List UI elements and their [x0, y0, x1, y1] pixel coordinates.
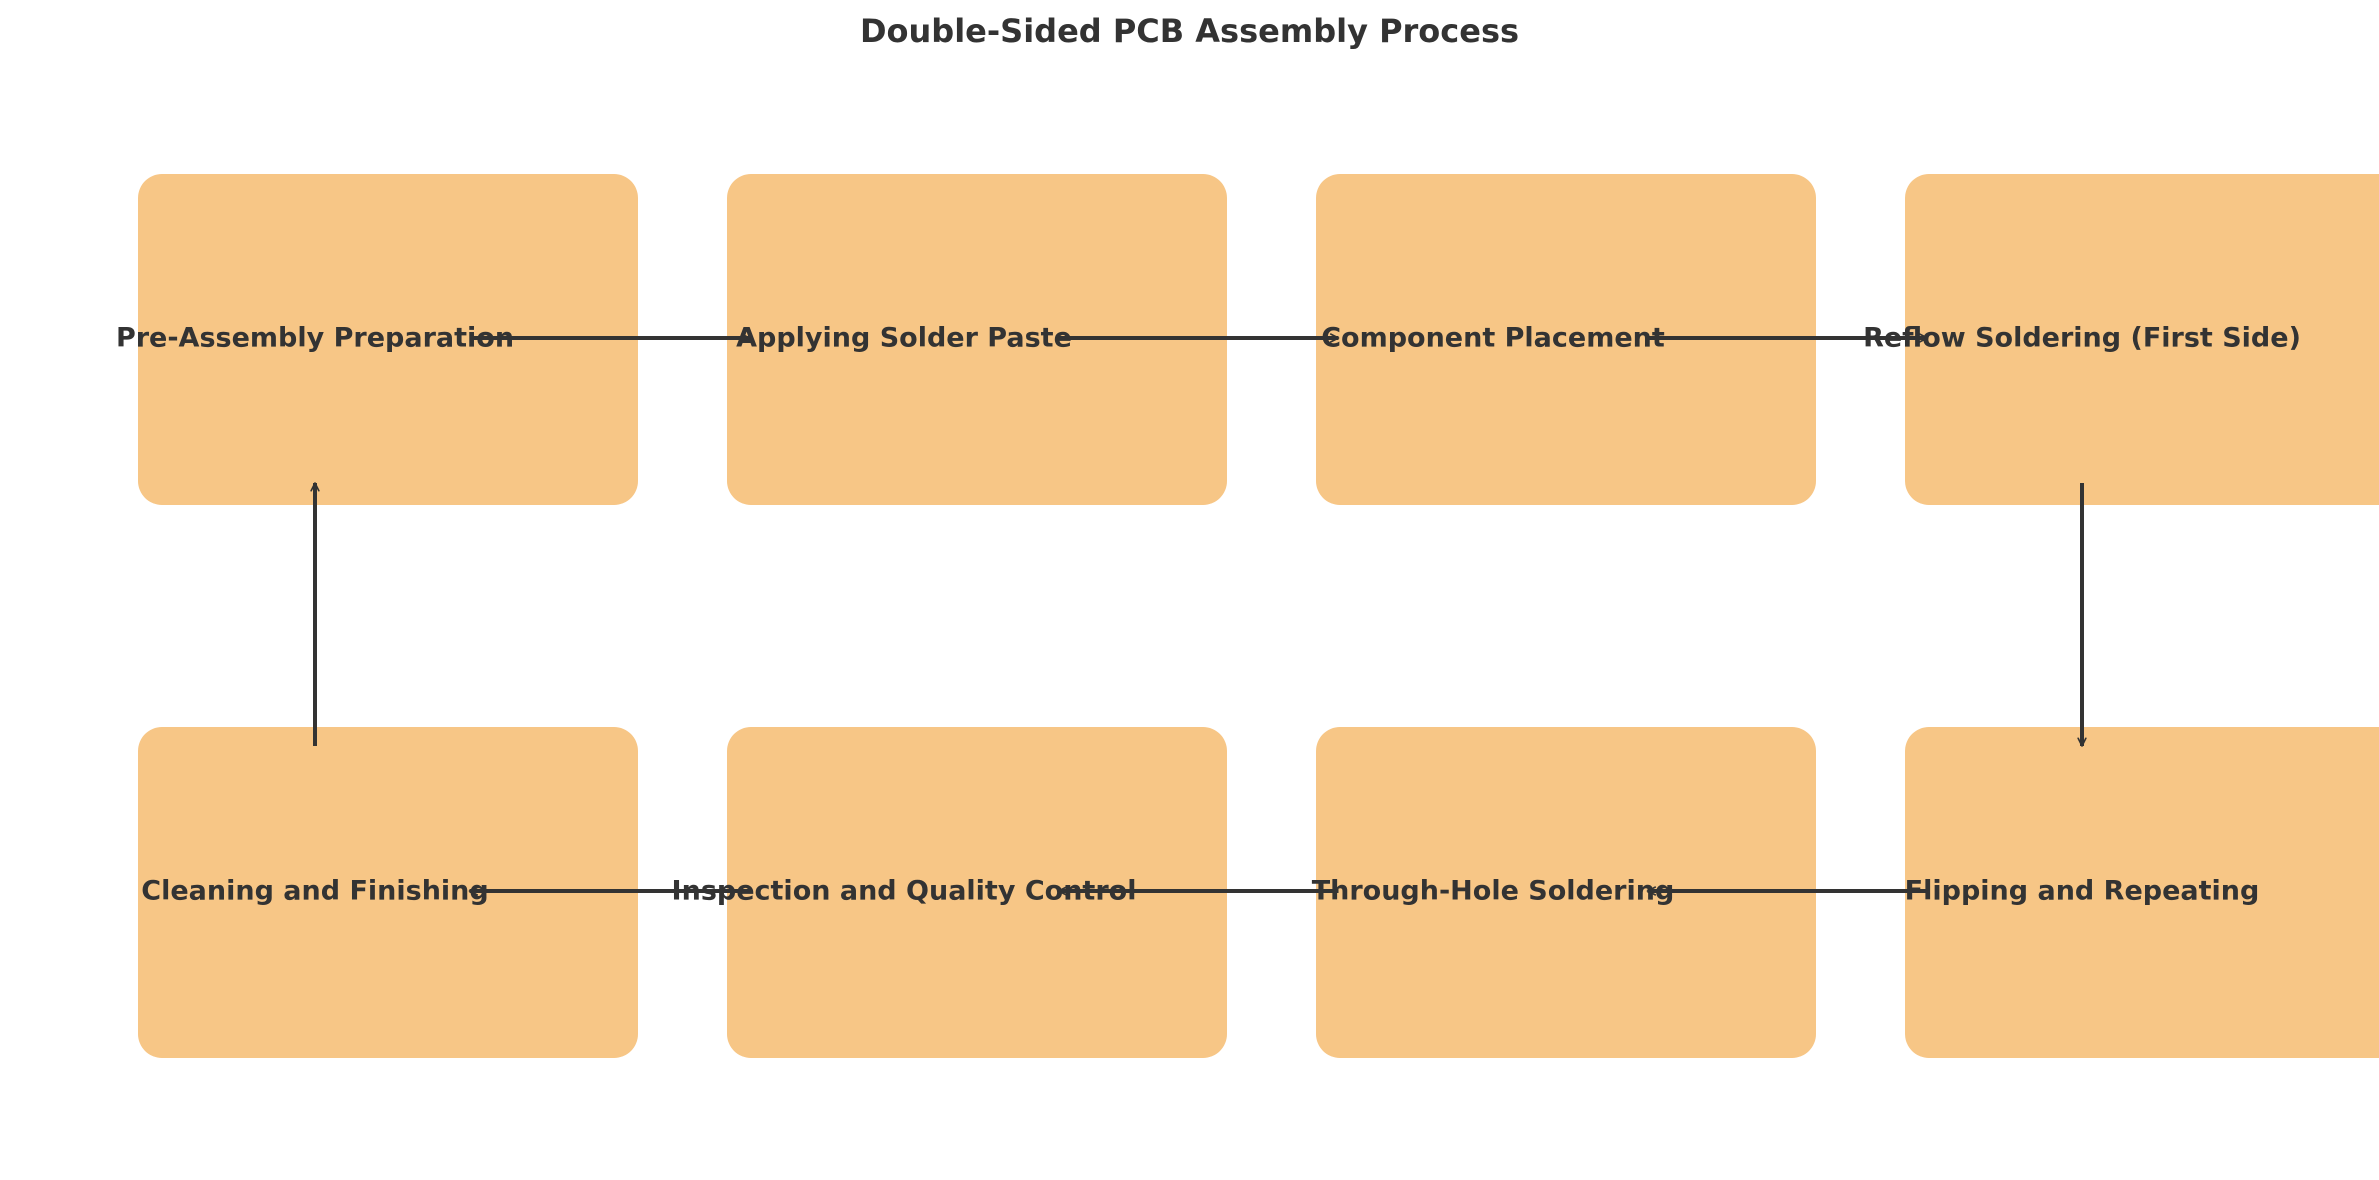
process-step-label: Reflow Soldering (First Side)	[1863, 323, 2301, 354]
process-step-label: Pre-Assembly Preparation	[116, 323, 514, 354]
edges-layer	[310, 333, 2087, 896]
nodes-layer: Pre-Assembly Preparation Applying Solder …	[116, 174, 2379, 1058]
process-step-label: Applying Solder Paste	[736, 323, 1072, 354]
process-step-label: Through-Hole Soldering	[1312, 876, 1675, 907]
process-step-solder-paste: Applying Solder Paste	[727, 174, 1227, 505]
diagram-title: Double-Sided PCB Assembly Process	[859, 12, 1520, 50]
process-step-box	[1316, 727, 1816, 1058]
process-step-box	[727, 174, 1227, 505]
process-step-box	[1905, 174, 2379, 505]
process-step-box	[138, 727, 638, 1058]
process-step-box	[1316, 174, 1816, 505]
process-step-box	[1905, 727, 2379, 1058]
process-step-label: Cleaning and Finishing	[141, 876, 488, 907]
process-step-flipping: Flipping and Repeating	[1905, 727, 2379, 1058]
process-step-through-hole: Through-Hole Soldering	[1312, 727, 1816, 1058]
process-step-box	[138, 174, 638, 505]
process-step-reflow-first-side: Reflow Soldering (First Side)	[1863, 174, 2379, 505]
process-step-label: Flipping and Repeating	[1905, 876, 2260, 907]
process-step-pre-assembly: Pre-Assembly Preparation	[116, 174, 638, 505]
process-step-label: Component Placement	[1321, 323, 1665, 354]
process-step-box	[727, 727, 1227, 1058]
process-step-cleaning: Cleaning and Finishing	[138, 727, 638, 1058]
process-step-component-placement: Component Placement	[1316, 174, 1816, 505]
